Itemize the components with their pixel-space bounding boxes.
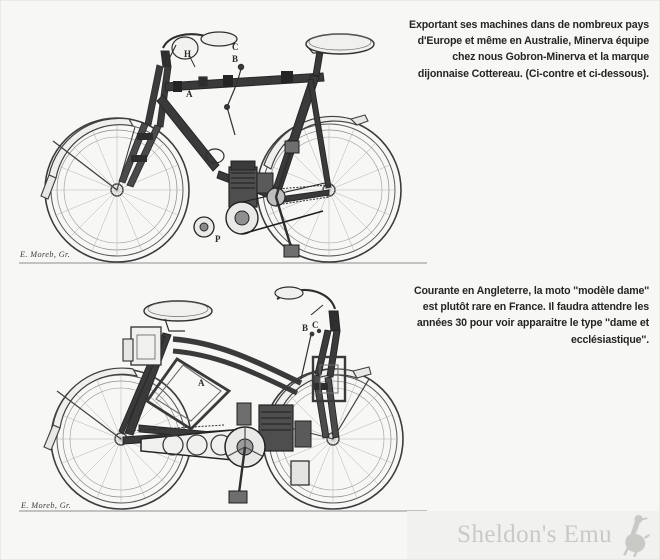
- emu-bird-icon: [613, 513, 651, 557]
- front-wheel: [44, 117, 190, 263]
- handlebar-assembly: [274, 286, 337, 316]
- label-a-top: A: [186, 89, 193, 99]
- artist-signature-top: E. Moreb, Gr.: [20, 250, 71, 259]
- saddle: [143, 300, 213, 332]
- artist-signature-bottom: E. Moreb, Gr.: [21, 501, 72, 510]
- caption-top-text: Exportant ses machines dans de nombreux …: [409, 19, 649, 80]
- illustration-ladies-motorcycle: [13, 279, 433, 519]
- engine: [193, 148, 326, 238]
- watermark: Sheldon's Emu: [407, 511, 659, 559]
- handlebar-assembly: [162, 31, 238, 68]
- label-b-bottom: B: [302, 323, 309, 333]
- control-linkage: [198, 63, 245, 136]
- label-a-bottom: A: [198, 378, 205, 388]
- frame: [118, 50, 332, 204]
- label-c-top: C: [232, 42, 239, 52]
- tool-box: [122, 326, 162, 366]
- crank-and-pedals: [126, 424, 266, 504]
- control-linkage: [300, 328, 347, 403]
- label-h-top: H: [184, 49, 192, 59]
- label-b-top: B: [232, 54, 239, 64]
- label-p-top: P: [215, 234, 221, 244]
- caption-bottom-text: Courante en Angleterre, la moto ''modèle…: [413, 285, 649, 346]
- saddle: [305, 33, 375, 55]
- watermark-text: Sheldon's Emu: [457, 520, 612, 548]
- engine: [236, 402, 312, 486]
- crank-and-pedals: [266, 140, 330, 258]
- illustration-gents-motorcycle: [13, 15, 433, 273]
- label-c-bottom: C: [312, 320, 319, 330]
